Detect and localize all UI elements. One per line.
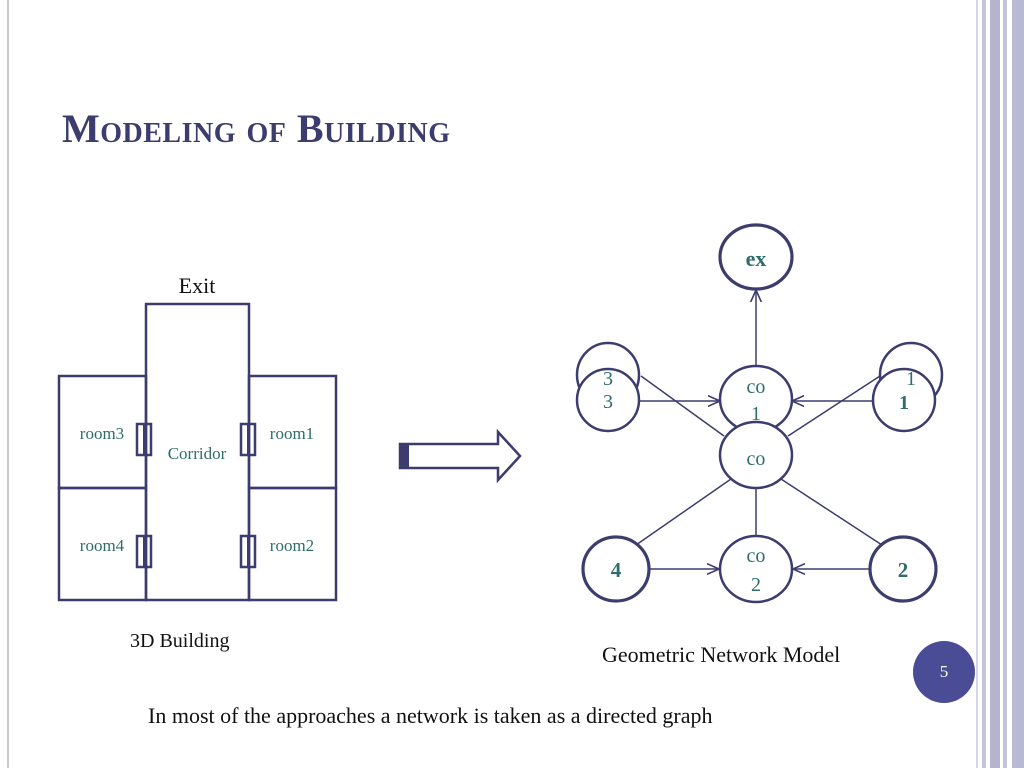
node-co2 [718,534,794,604]
network-nodes [575,223,944,604]
node-room3-label-top: 3 [603,368,613,390]
network-caption: Geometric Network Model [602,642,841,667]
node-co1-label-bottom: 1 [751,403,761,425]
node-room1-label-bottom: 1 [899,392,909,414]
node-co2-label-bottom: 2 [751,574,761,596]
edge-r3-co [640,375,725,437]
page-number-badge: 5 [913,641,975,703]
node-room1-label-top: 1 [906,368,916,390]
node-room2 [868,535,938,603]
bottom-statement: In most of the approaches a network is t… [148,703,713,728]
room1-label: room1 [270,424,314,443]
network-edges [635,290,883,569]
room4-label: room4 [80,536,125,555]
exit-label: Exit [179,273,216,298]
edge-r2-co [780,478,883,546]
room3-label: room3 [80,424,124,443]
room4-box [57,486,148,602]
building-caption: 3D Building [130,630,230,652]
node-room4-label: 4 [611,558,622,582]
node-room1-front [871,367,937,433]
node-co1-label-top: co [747,376,766,398]
node-co2-label-top: co [747,545,766,567]
transform-arrow [398,428,522,484]
node-co-label: co [747,448,766,470]
node-ex [718,223,794,291]
node-room2-label: 2 [898,558,909,582]
slide-title: Modeling of Building [62,106,451,151]
node-co [718,420,794,490]
node-room4 [581,535,651,603]
edge-r1-co [787,375,881,437]
left-border-line [7,0,9,768]
node-room3-label-bottom: 3 [603,391,613,413]
node-room3-front [575,367,641,433]
node-ex-label: ex [746,246,767,271]
room2-label: room2 [270,536,314,555]
right-decorative-stripes [976,0,1024,768]
corridor-label: Corridor [168,444,227,463]
building-plan [57,302,338,602]
edge-r4-co [635,478,732,546]
